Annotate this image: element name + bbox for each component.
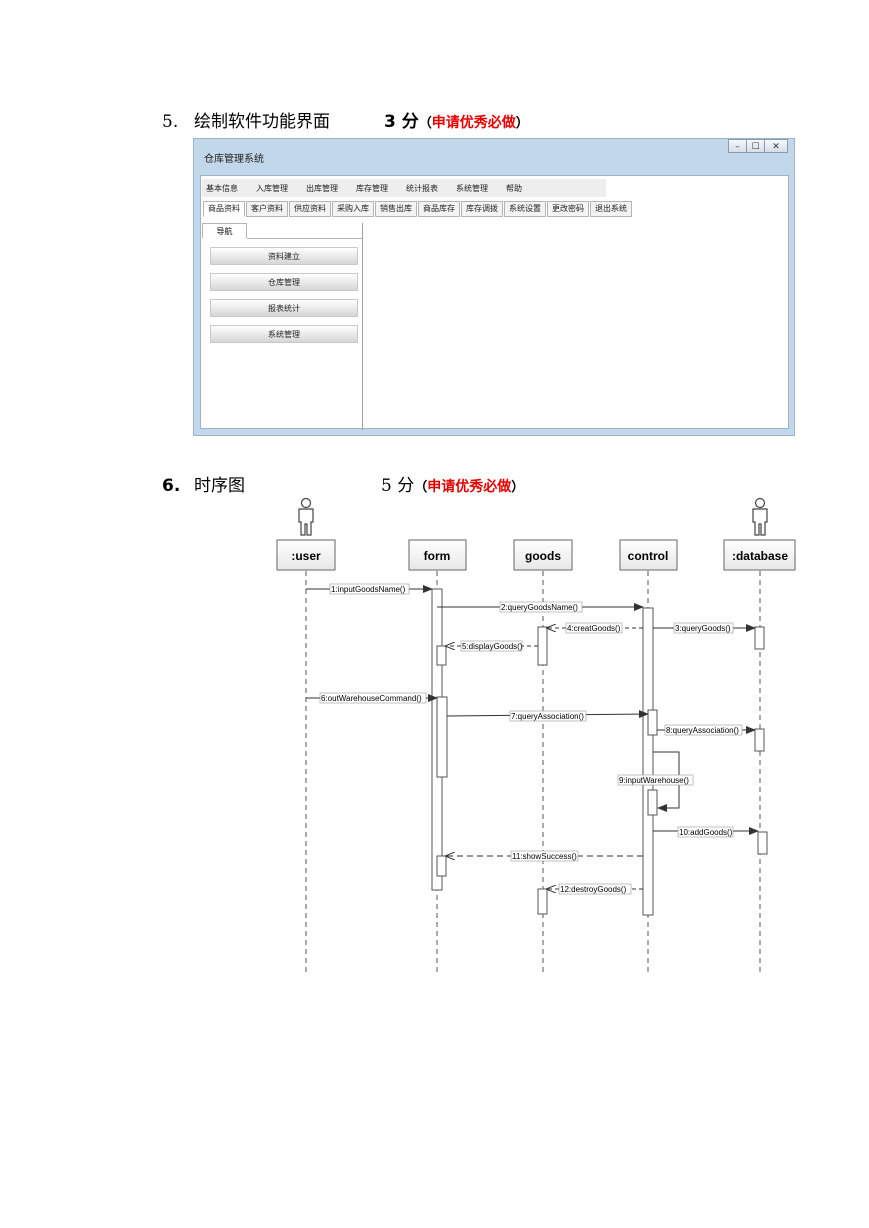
tab-exit-system[interactable]: 退出系统: [590, 201, 632, 217]
window-controls: – ☐ ✕: [728, 139, 788, 153]
activation-db-query: [754, 626, 765, 650]
activation-control-query: [647, 709, 658, 736]
paren-open: （: [418, 116, 432, 131]
message-8-label: 8:queryAssociation(): [666, 726, 739, 735]
message-5-label: 5:displayGoods(): [462, 642, 523, 651]
close-icon[interactable]: ✕: [764, 139, 788, 153]
tab-sales-out[interactable]: 销售出库: [375, 201, 417, 217]
nav-pane-tab[interactable]: 导航: [202, 223, 247, 238]
activation-goods-create: [537, 626, 548, 666]
message-6-label: 6:outWarehouseCommand(): [321, 694, 422, 703]
message-1-label: 1:inputGoodsName(): [331, 585, 406, 594]
maximize-icon[interactable]: ☐: [746, 139, 765, 153]
lifeline-box-database: [723, 539, 796, 571]
menu-bar: 基本信息 入库管理 出库管理 库存管理 统计报表 系统管理 帮助: [202, 179, 606, 197]
lifeline-box-control: [619, 539, 678, 571]
tab-supplier-info[interactable]: 供应资料: [289, 201, 331, 217]
window-client-area: 基本信息 入库管理 出库管理 库存管理 统计报表 系统管理 帮助 商品资料 客户…: [200, 175, 789, 430]
message-10-label: 10:addGoods(): [679, 828, 733, 837]
activation-form-outcmd: [436, 696, 448, 778]
menu-item-inbound[interactable]: 入库管理: [256, 183, 288, 193]
menu-item-inventory[interactable]: 库存管理: [356, 183, 388, 193]
section-6-heading: 6. 时序图 5 分 （ 申请优秀必做 ）: [162, 471, 524, 496]
message-2-label: 2:queryGoodsName(): [501, 603, 578, 612]
lifeline-label-goods: goods: [525, 549, 561, 563]
lifeline-label-control: control: [628, 549, 669, 563]
message-4-label: 4:creatGoods(): [567, 624, 621, 633]
section-number: 6.: [162, 476, 181, 496]
lifeline-box-goods: [513, 539, 573, 571]
nav-button-system[interactable]: 系统管理: [210, 325, 358, 343]
activation-db-add: [757, 831, 768, 855]
actor-user-icon: [298, 497, 314, 536]
navigation-pane: 导航 资料建立 仓库管理 报表统计 系统管理: [202, 223, 363, 430]
message-11-label: 11:showSuccess(): [512, 852, 577, 861]
tab-customer-info[interactable]: 客户资料: [246, 201, 288, 217]
tab-goods-stock[interactable]: 商品库存: [418, 201, 460, 217]
menu-item-system[interactable]: 系统管理: [456, 183, 488, 193]
section-number: 5.: [162, 112, 179, 132]
section-5-heading: 5. 绘制软件功能界面 3 分 （ 申请优秀必做 ）: [162, 107, 529, 132]
lifeline-box-user: [276, 539, 336, 571]
tab-purchase-in[interactable]: 采购入库: [332, 201, 374, 217]
paren-close: ）: [511, 480, 525, 495]
nav-button-warehouse[interactable]: 仓库管理: [210, 273, 358, 291]
lifeline-label-form: form: [424, 549, 451, 563]
message-9-label: 9:inputWarehouse(): [619, 776, 689, 785]
activation-form-success: [436, 855, 447, 877]
nav-tab-divider: [247, 238, 362, 239]
nav-button-data-setup[interactable]: 资料建立: [210, 247, 358, 265]
message-12-label: 12:destroyGoods(): [560, 885, 627, 894]
section-note: 申请优秀必做: [431, 115, 516, 131]
menu-item-help[interactable]: 帮助: [506, 183, 522, 193]
window-title: 仓库管理系统: [204, 154, 264, 165]
lifeline-box-form: [408, 539, 467, 571]
section-points: 3 分: [384, 112, 419, 132]
tab-change-password[interactable]: 更改密码: [547, 201, 589, 217]
activation-control-input: [647, 789, 658, 816]
activation-control-main: [642, 607, 654, 916]
activation-goods-destroy: [537, 888, 548, 915]
section-title: 时序图: [194, 476, 245, 496]
section-title: 绘制软件功能界面: [194, 112, 330, 132]
paren-open: （: [414, 480, 428, 495]
lifeline-label-database: :database: [732, 549, 788, 563]
message-3-label: 3:queryGoods(): [675, 624, 731, 633]
tab-goods-info[interactable]: 商品资料: [203, 201, 245, 217]
actor-database-icon: [752, 497, 768, 536]
lifeline-label-user: :user: [291, 549, 321, 563]
activation-db-assoc: [754, 728, 765, 752]
message-7-label: 7:queryAssociation(): [511, 712, 584, 721]
app-window-mockup: 仓库管理系统 – ☐ ✕ 基本信息 入库管理 出库管理 库存管理 统计报表 系统…: [193, 138, 795, 436]
menu-item-outbound[interactable]: 出库管理: [306, 183, 338, 193]
nav-button-reports[interactable]: 报表统计: [210, 299, 358, 317]
tab-strip: 商品资料 客户资料 供应资料 采购入库 销售出库 商品库存 库存调拨 系统设置 …: [203, 201, 633, 217]
tab-stock-transfer[interactable]: 库存调拨: [461, 201, 503, 217]
activation-form-display: [436, 645, 447, 666]
paren-close: ）: [515, 116, 529, 131]
tab-system-settings[interactable]: 系统设置: [504, 201, 546, 217]
minimize-icon[interactable]: –: [728, 139, 747, 153]
menu-item-basic-info[interactable]: 基本信息: [206, 183, 238, 193]
section-points: 5 分: [381, 476, 415, 496]
menu-item-reports[interactable]: 统计报表: [406, 183, 438, 193]
section-note: 申请优秀必做: [427, 479, 512, 495]
